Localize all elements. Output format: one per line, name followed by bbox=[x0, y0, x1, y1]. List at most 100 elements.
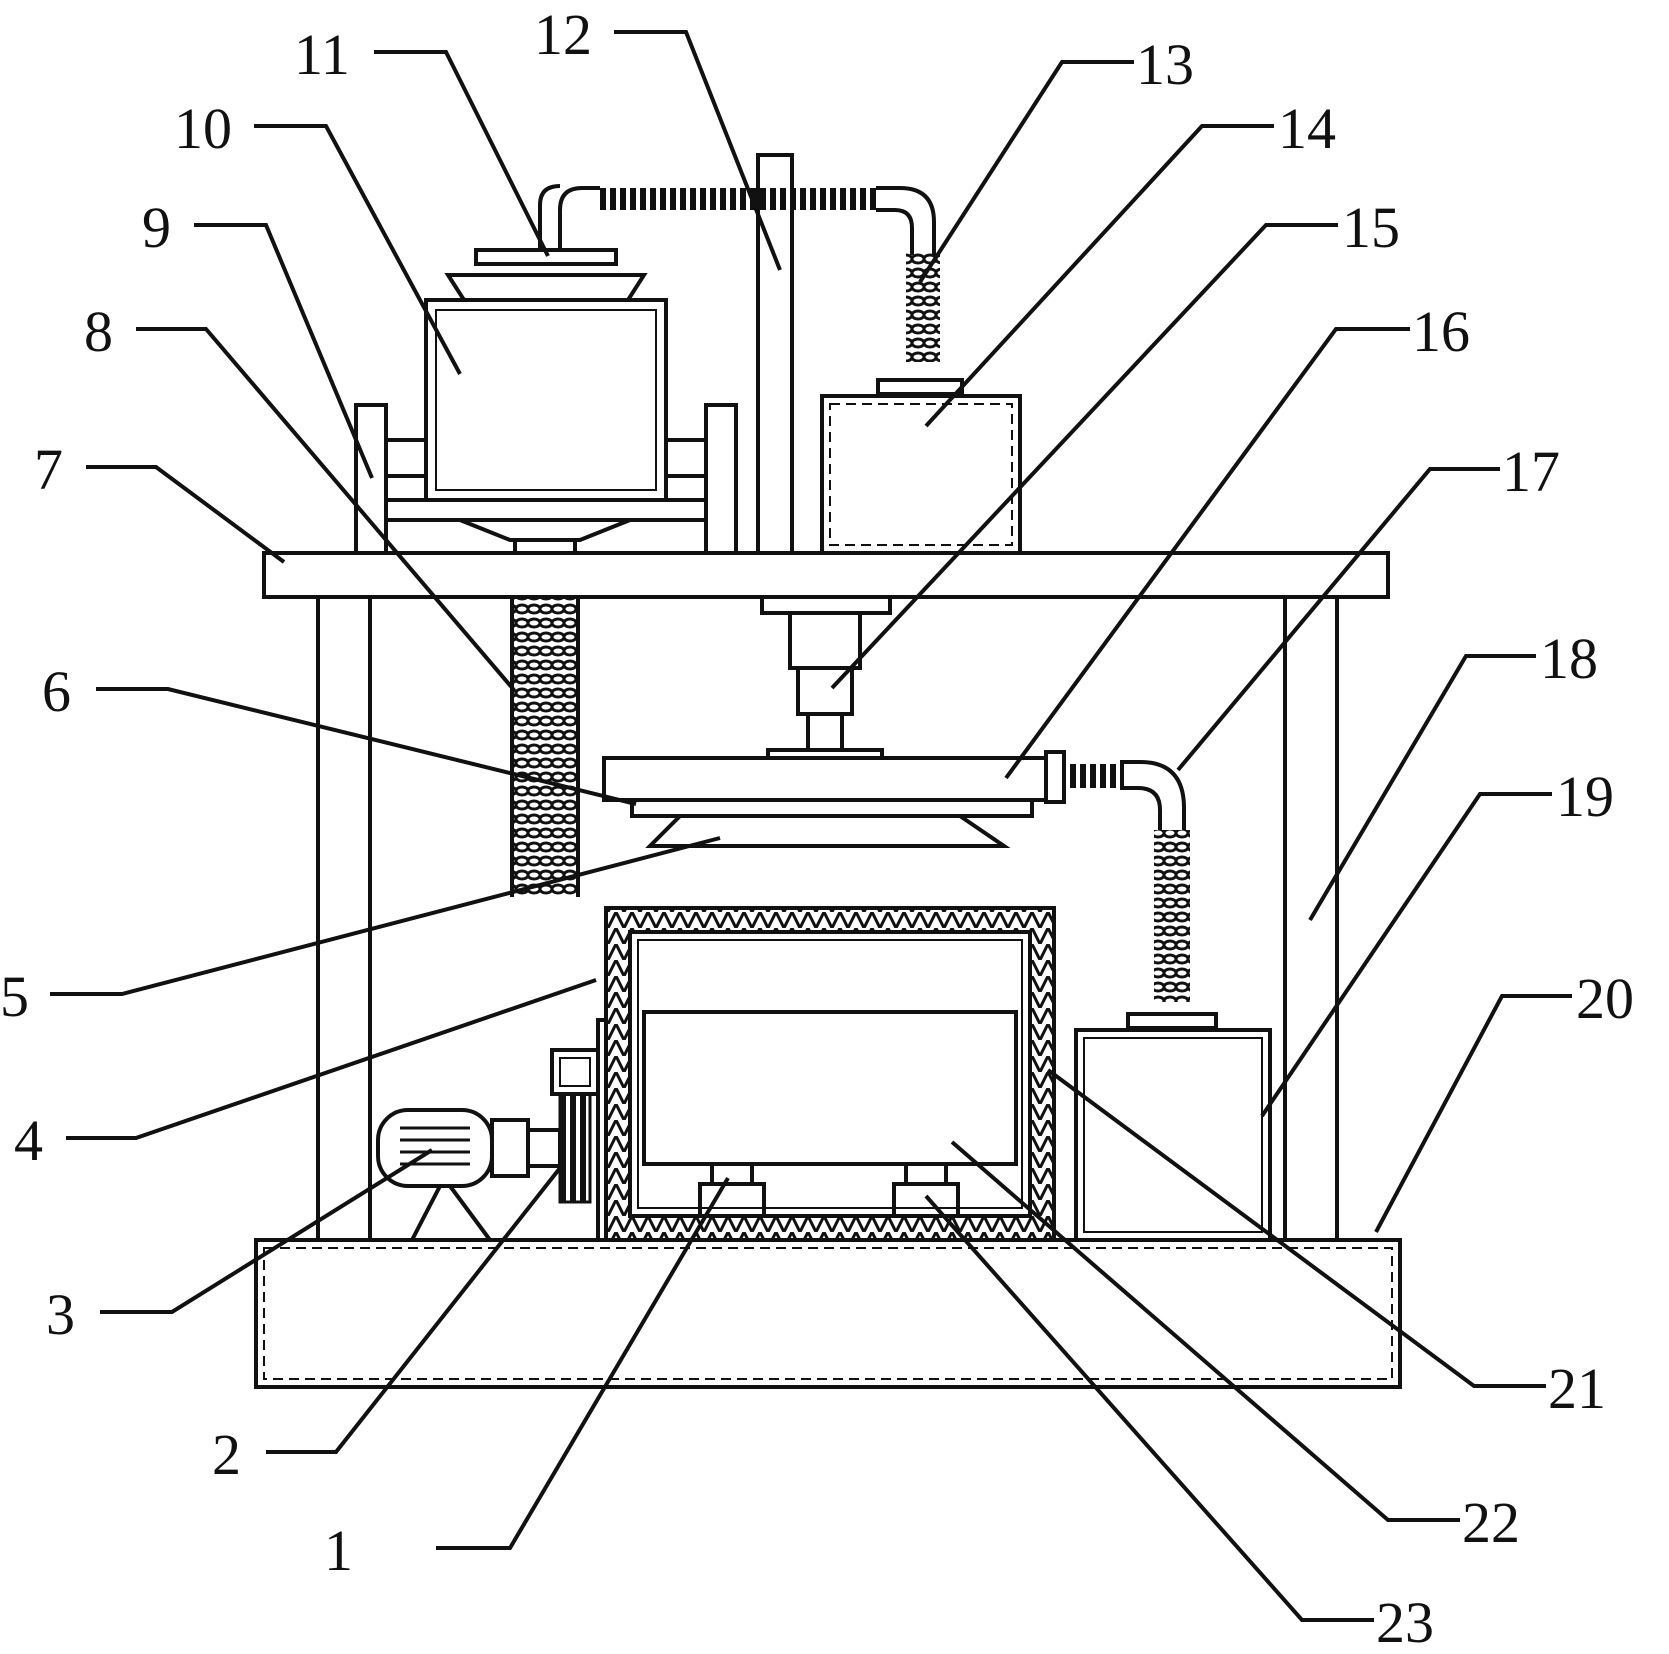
left-bellows bbox=[512, 597, 578, 897]
label-12: 12 bbox=[534, 2, 592, 67]
gear-stack bbox=[558, 1092, 592, 1204]
gear-box bbox=[550, 1048, 600, 1096]
chamber-hatch-top bbox=[608, 910, 1052, 932]
tank-hopper bbox=[444, 273, 648, 302]
leader-18 bbox=[1308, 654, 1536, 922]
motor-shaft-housing bbox=[490, 1118, 530, 1178]
chamber-hatch-bottom bbox=[608, 1216, 1052, 1238]
label-4: 4 bbox=[14, 1108, 43, 1173]
leader-12 bbox=[614, 30, 782, 271]
label-18: 18 bbox=[1540, 626, 1598, 691]
chamber-outer bbox=[604, 906, 1056, 1242]
label-6: 6 bbox=[42, 659, 71, 724]
cylinder-rod-lower bbox=[806, 712, 844, 752]
right-pivot bbox=[664, 438, 708, 478]
side-hose-coil bbox=[1064, 764, 1124, 788]
mixing-tank bbox=[424, 298, 668, 502]
label-16: 16 bbox=[1412, 299, 1470, 364]
top-hose-left-bend bbox=[558, 186, 600, 250]
label-13: 13 bbox=[1136, 32, 1194, 97]
gear-box-inner bbox=[559, 1057, 591, 1087]
label-7: 7 bbox=[34, 437, 63, 502]
label-8: 8 bbox=[84, 299, 113, 364]
chamber-inner bbox=[628, 930, 1032, 1218]
cylinder-body bbox=[788, 611, 862, 670]
right-stand bbox=[704, 403, 738, 555]
tank-funnel bbox=[459, 518, 631, 542]
mixing-tank-inner bbox=[435, 309, 657, 491]
cylinder-cap bbox=[760, 595, 892, 615]
leader-20 bbox=[1374, 994, 1572, 1233]
stand-beam bbox=[384, 498, 708, 522]
leader-21 bbox=[1046, 1068, 1546, 1388]
box14-flange bbox=[876, 378, 964, 396]
motor-stand bbox=[410, 1184, 492, 1242]
base-box bbox=[254, 1238, 1402, 1389]
motor-coupling bbox=[526, 1128, 562, 1168]
top-hose-coil bbox=[596, 188, 876, 210]
label-19: 19 bbox=[1556, 764, 1614, 829]
top-hose-right-bend bbox=[876, 186, 936, 255]
box-19-inner bbox=[1083, 1037, 1263, 1233]
base-inner bbox=[263, 1247, 1393, 1380]
box-14 bbox=[820, 394, 1022, 555]
leader-3 bbox=[100, 1148, 434, 1314]
tank-outlet bbox=[513, 538, 577, 555]
leader-14 bbox=[924, 124, 1274, 428]
chamber-inner-2 bbox=[637, 939, 1023, 1209]
label-3: 3 bbox=[46, 1282, 75, 1347]
top-hose-right-bend-inner bbox=[876, 208, 914, 255]
foot-left-top bbox=[710, 1162, 754, 1186]
right-hose-coil bbox=[906, 252, 940, 362]
top-plate bbox=[262, 551, 1390, 599]
label-10: 10 bbox=[174, 96, 232, 161]
box-19 bbox=[1074, 1028, 1272, 1242]
box19-flange bbox=[1126, 1012, 1218, 1030]
top-hose-left-bend-inner bbox=[538, 184, 561, 250]
leader-1 bbox=[436, 1176, 730, 1550]
chamber-hatch-right bbox=[1030, 932, 1052, 1216]
label-14: 14 bbox=[1278, 96, 1336, 161]
plate-flange bbox=[1044, 750, 1066, 804]
label-20: 20 bbox=[1576, 966, 1634, 1031]
leader-15 bbox=[830, 223, 1338, 690]
label-23: 23 bbox=[1376, 1590, 1434, 1654]
foot-right-top bbox=[904, 1162, 948, 1186]
gear-plate bbox=[596, 1018, 608, 1242]
motor-fins bbox=[400, 1126, 470, 1166]
leader-13 bbox=[918, 60, 1134, 284]
side-hose-bend bbox=[1120, 760, 1186, 830]
leader-5 bbox=[50, 836, 721, 996]
label-1: 1 bbox=[324, 1518, 353, 1583]
label-21: 21 bbox=[1548, 1356, 1606, 1421]
foot-left bbox=[698, 1182, 766, 1218]
chamber-hatch-left bbox=[608, 932, 630, 1216]
leader-19 bbox=[1260, 792, 1552, 1118]
leader-9 bbox=[194, 223, 374, 479]
tray bbox=[642, 1010, 1018, 1166]
label-11: 11 bbox=[294, 22, 350, 87]
left-bellows-edge bbox=[510, 597, 580, 897]
leader-8 bbox=[136, 327, 516, 692]
foot-right bbox=[892, 1182, 960, 1218]
leader-10 bbox=[254, 124, 462, 375]
down-hose-coil bbox=[1154, 830, 1190, 1002]
leader-4 bbox=[66, 978, 597, 1140]
press-plate-lower bbox=[630, 798, 1034, 818]
label-15: 15 bbox=[1342, 195, 1400, 260]
label-17: 17 bbox=[1502, 439, 1560, 504]
label-numbers: 1 2 3 4 5 6 7 8 9 10 11 12 13 14 15 16 1… bbox=[0, 2, 1634, 1654]
leader-7 bbox=[86, 465, 286, 564]
machine-drawing bbox=[254, 153, 1402, 1389]
leader-23 bbox=[924, 1194, 1374, 1622]
label-2: 2 bbox=[212, 1422, 241, 1487]
press-plate bbox=[602, 756, 1048, 802]
leader-lines bbox=[50, 30, 1572, 1622]
vertical-pipe bbox=[756, 153, 794, 555]
label-9: 9 bbox=[142, 195, 171, 260]
label-5: 5 bbox=[0, 964, 29, 1029]
label-22: 22 bbox=[1462, 1490, 1520, 1555]
left-pivot bbox=[384, 438, 428, 478]
leader-17 bbox=[1176, 467, 1500, 772]
